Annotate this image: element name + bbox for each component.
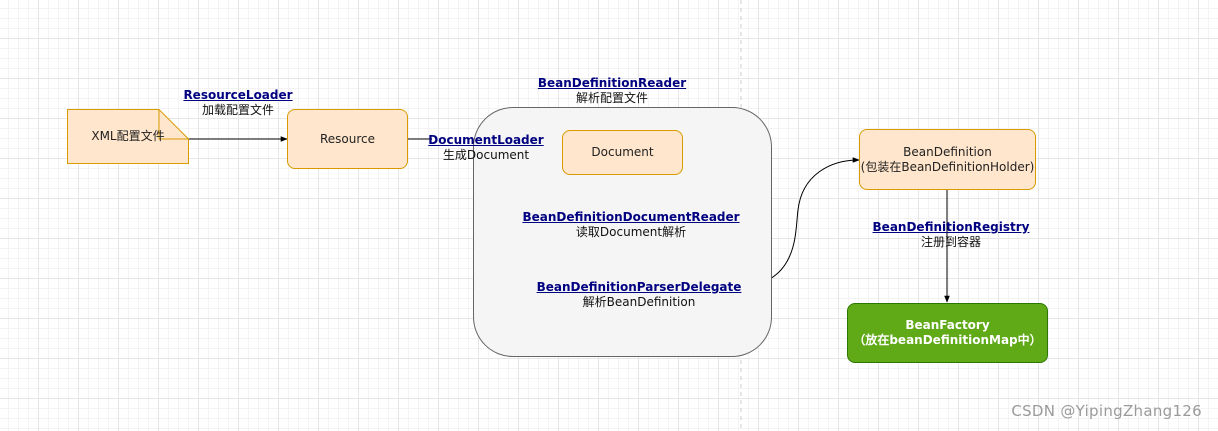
watermark: CSDN @YipingZhang126 — [1011, 402, 1202, 420]
bean-definition-reader-label: BeanDefinitionReader 解析配置文件 — [538, 76, 686, 106]
edge-delegate-to-beandefinition — [734, 157, 860, 288]
bean-definition-line2: (包装在BeanDefinitionHolder) — [860, 159, 1035, 174]
document-loader-text: 生成Document — [442, 148, 530, 162]
bean-factory-node: BeanFactory （放在beanDefinitionMap中） — [847, 303, 1048, 363]
bean-factory-line2: （放在beanDefinitionMap中） — [853, 333, 1042, 347]
parser-delegate-text: 解析BeanDefinition — [582, 295, 696, 309]
bean-definition-reader-text: 解析配置文件 — [575, 91, 648, 105]
parser-delegate-link[interactable]: BeanDefinitionParserDelegate — [536, 280, 742, 294]
parser-delegate-label: BeanDefinitionParserDelegate 解析BeanDefin… — [537, 280, 742, 310]
bean-definition-node: BeanDefinition (包装在BeanDefinitionHolder) — [859, 129, 1036, 190]
resource-loader-text: 加载配置文件 — [201, 103, 274, 117]
document-loader-label: DocumentLoader 生成Document — [428, 133, 543, 163]
resource-loader-label: ResourceLoader 加载配置文件 — [183, 88, 292, 118]
bean-definition-line1: BeanDefinition — [903, 144, 992, 159]
registry-label: BeanDefinitionRegistry 注册到容器 — [873, 220, 1030, 250]
document-loader-link[interactable]: DocumentLoader — [428, 133, 544, 147]
resource-loader-link[interactable]: ResourceLoader — [183, 88, 293, 102]
registry-link[interactable]: BeanDefinitionRegistry — [872, 220, 1030, 234]
bean-definition-reader-link[interactable]: BeanDefinitionReader — [537, 76, 687, 90]
document-shape-icon — [67, 109, 189, 164]
document-reader-text: 读取Document解析 — [575, 225, 687, 239]
document-reader-label: BeanDefinitionDocumentReader 读取Document解… — [522, 210, 739, 240]
xml-config-node: XML配置文件 — [67, 109, 189, 164]
bean-factory-line1: BeanFactory — [905, 318, 990, 332]
resource-node: Resource — [287, 109, 408, 169]
registry-text: 注册到容器 — [920, 235, 982, 249]
document-node: Document — [562, 130, 683, 175]
xml-config-label: XML配置文件 — [91, 129, 165, 143]
document-reader-link[interactable]: BeanDefinitionDocumentReader — [522, 210, 740, 224]
